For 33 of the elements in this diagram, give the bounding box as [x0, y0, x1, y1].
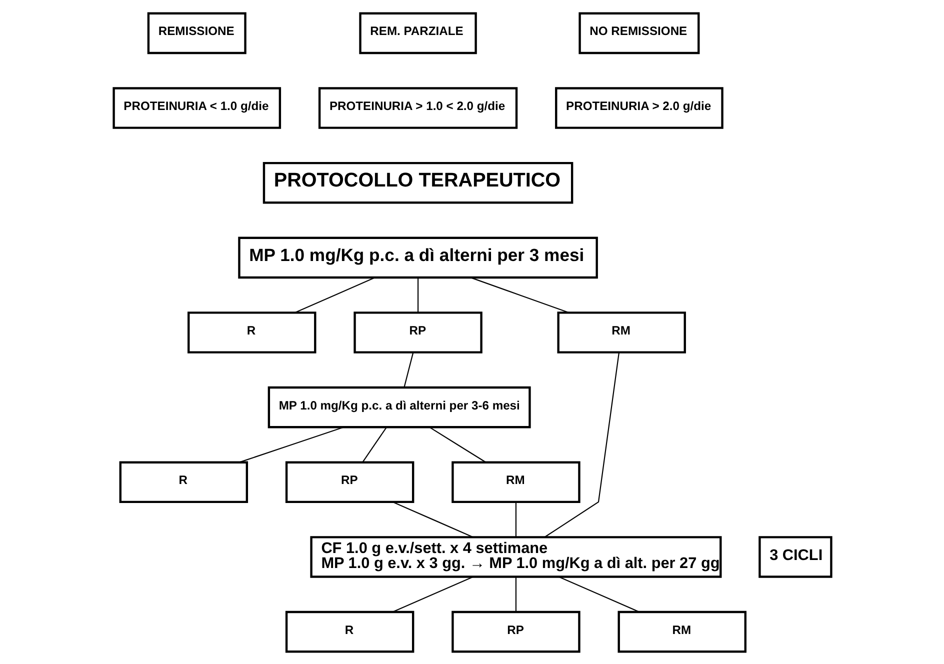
- node-box: PROTEINURIA < 1.0 g/die: [112, 86, 281, 128]
- node-box: R: [118, 460, 248, 503]
- connector: [403, 352, 414, 387]
- node-box: REMISSIONE: [146, 12, 246, 54]
- connector: [392, 501, 473, 538]
- connector: [558, 576, 639, 612]
- connector: [294, 276, 375, 313]
- connector: [416, 277, 418, 312]
- node-box: RM: [556, 311, 686, 353]
- node-box: PROTOCOLLO TERAPEUTICO: [262, 161, 573, 204]
- connector: [428, 426, 486, 462]
- connector: [544, 352, 620, 537]
- node-box: R: [284, 610, 414, 652]
- node-box: PROTEINURIA > 1.0 < 2.0 g/die: [318, 86, 518, 128]
- node-box: PROTEINURIA > 2.0 g/die: [554, 86, 723, 128]
- node-box: RP: [353, 311, 482, 353]
- node-box: MP 1.0 mg/Kg p.c. a dì alterni per 3 mesi: [238, 236, 598, 278]
- node-box: RM: [451, 460, 580, 503]
- node-box: MP 1.0 mg/Kg p.c. a dì alterni per 3-6 mesi: [267, 386, 530, 428]
- connector: [514, 502, 516, 536]
- node-box: REM. PARZIALE: [358, 12, 476, 54]
- node-box: RP: [284, 460, 414, 503]
- node-box: 3 CICLI: [758, 536, 832, 578]
- node-box: R: [187, 311, 316, 353]
- connector: [514, 576, 516, 611]
- node-box: RP: [451, 610, 580, 652]
- connector: [362, 426, 386, 462]
- connector: [238, 426, 344, 462]
- connector: [392, 576, 472, 612]
- connector: [470, 276, 569, 313]
- node-box: RM: [617, 610, 746, 652]
- node-box: CF 1.0 g e.v./sett. x 4 settimane MP 1.0 g e.v. x 3 gg. → MP 1.0 mg/Kg a dì alt. per 27 gg: [310, 536, 722, 578]
- node-box: NO REMISSIONE: [578, 12, 700, 54]
